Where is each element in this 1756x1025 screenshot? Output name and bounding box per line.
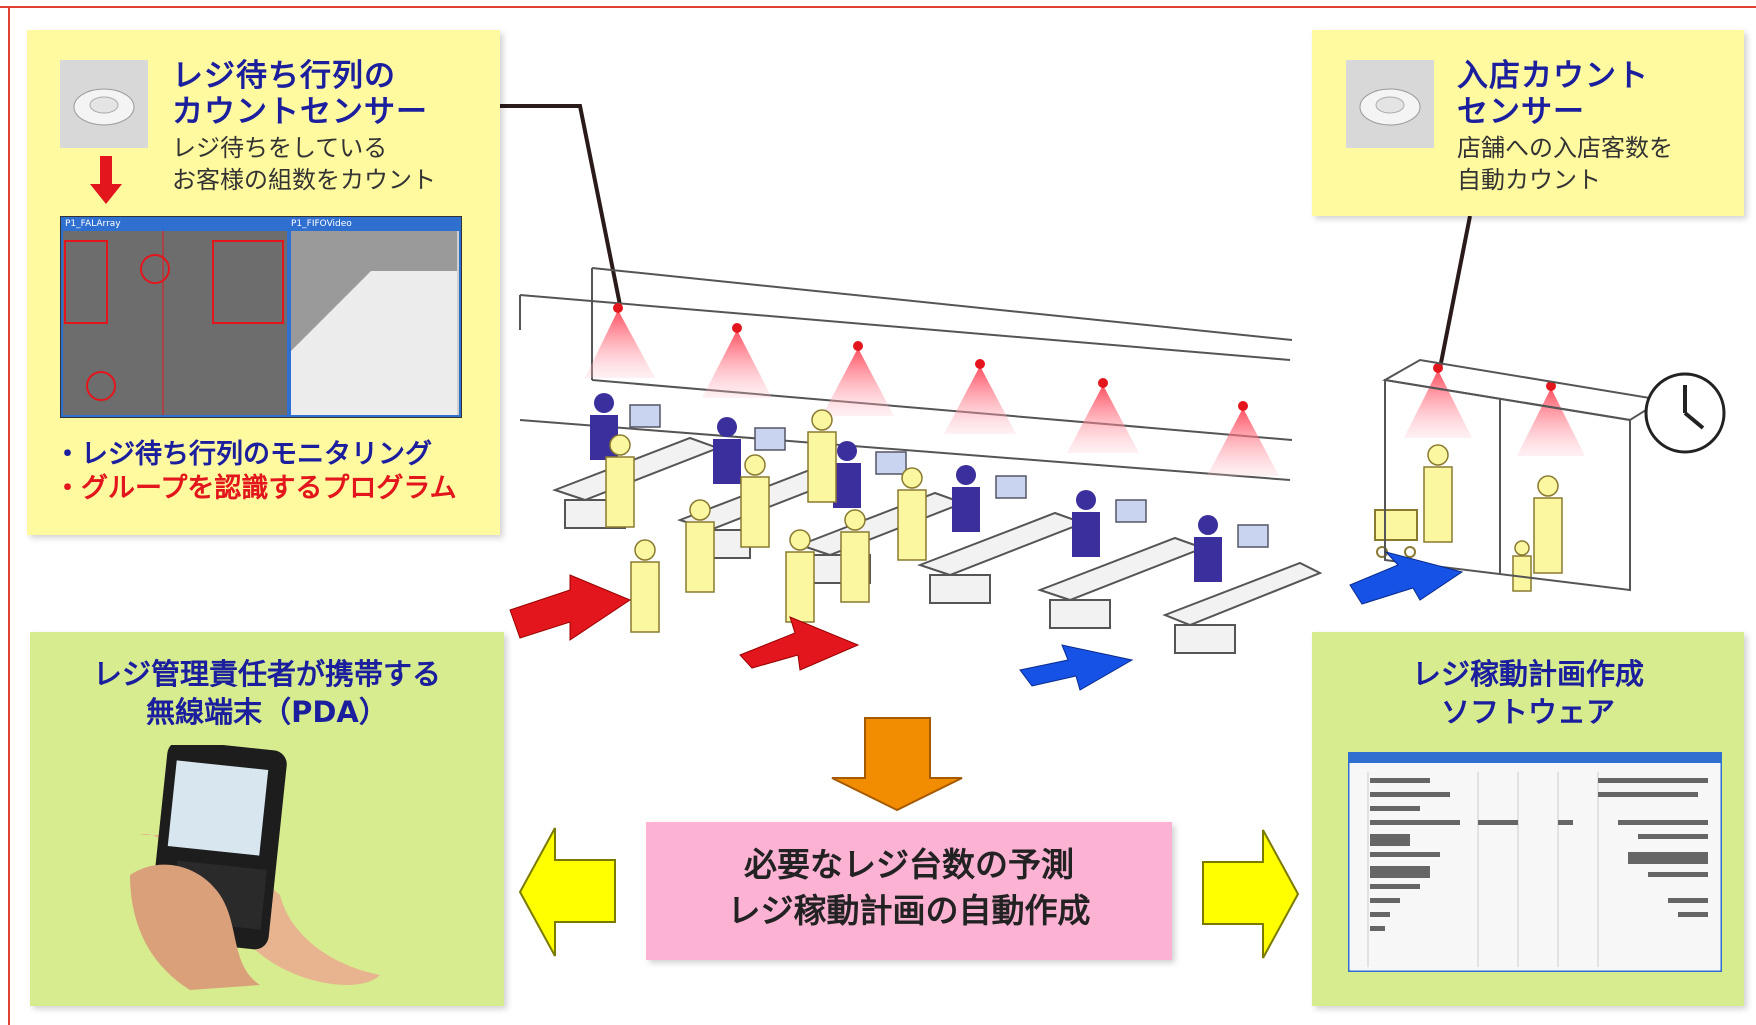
- customers: [605, 409, 1563, 633]
- ceiling-sensor-icon: [1346, 60, 1434, 148]
- pda-title: レジ管理責任者が携帯する 無線端末（PDA）: [30, 655, 504, 731]
- pda-device-image: [130, 745, 380, 990]
- blue-arrow-2: [1349, 551, 1464, 605]
- red-arrow-2: [739, 616, 860, 671]
- entry-sensor-desc-line1: 店舗への入店客数を: [1457, 134, 1673, 162]
- cashiers: [590, 393, 1222, 582]
- shopping-cart: [1374, 509, 1418, 558]
- group-recognition-bullet: ・グループを認識するプログラム: [54, 473, 457, 504]
- red-arrow-1: [509, 574, 632, 641]
- pda-title-line2: 無線端末（PDA）: [146, 695, 388, 729]
- monitor-depth-pane: [63, 231, 287, 415]
- queue-sensor-title: レジ待ち行列の カウントセンサー: [172, 58, 428, 130]
- monitor-tab1: P1_FALArray: [65, 219, 121, 229]
- pda-title-line1: レジ管理責任者が携帯する: [92, 657, 441, 691]
- entry-sensor-desc-line2: 自動カウント: [1457, 166, 1601, 194]
- page-frame-top: [0, 6, 1756, 8]
- blue-arrow-1: [1019, 644, 1134, 691]
- entry-sensor-title-line1: 入店カウント: [1457, 58, 1649, 94]
- queue-sensor-title-line1: レジ待ち行列の: [172, 58, 396, 94]
- clock-icon: [1644, 372, 1726, 454]
- sensor-cones: [585, 310, 1585, 476]
- down-red-arrow-icon: [90, 156, 122, 204]
- monitor-tab2: P1_FIFOVideo: [291, 219, 352, 229]
- registers: [629, 404, 1269, 548]
- sensor-dots: [613, 303, 1556, 411]
- entry-sensor-title: 入店カウント センサー: [1457, 58, 1649, 130]
- center-result-panel: [646, 822, 1172, 960]
- queue-sensor-title-line2: カウントセンサー: [172, 94, 428, 130]
- entry-sensor-desc: 店舗への入店客数を 自動カウント: [1457, 132, 1673, 196]
- leader-line-entry-sensor: [1438, 215, 1472, 369]
- center-line2: レジ稼動計画の自動作成: [727, 891, 1091, 930]
- monitor-camera-pane: [291, 231, 459, 415]
- software-title-line2: ソフトウェア: [1440, 695, 1615, 729]
- left-arrow: [518, 827, 616, 957]
- ceiling-sensor-icon: [60, 60, 148, 148]
- queue-sensor-desc: レジ待ちをしている お客様の組数をカウント: [172, 132, 436, 196]
- queue-sensor-desc-line2: お客様の組数をカウント: [172, 166, 436, 194]
- down-arrow: [831, 717, 963, 812]
- queue-sensor-desc-line1: レジ待ちをしている: [172, 134, 388, 162]
- queue-monitoring-bullet: ・レジ待ち行列のモニタリング: [54, 439, 432, 470]
- center-result-text: 必要なレジ台数の予測 レジ稼動計画の自動作成: [649, 842, 1169, 934]
- software-title: レジ稼動計画作成 ソフトウェア: [1312, 655, 1744, 731]
- monitor-screenshot: P1_FALArray P1_FIFOVideo: [60, 216, 462, 418]
- software-title-line1: レジ稼動計画作成: [1411, 657, 1644, 691]
- entry-sensor-title-line2: センサー: [1457, 94, 1585, 130]
- leader-line-queue-sensor: [500, 104, 622, 306]
- center-line1: 必要なレジ台数の予測: [744, 845, 1074, 884]
- software-screenshot: [1348, 752, 1722, 972]
- right-arrow: [1202, 829, 1300, 959]
- page-frame-left: [8, 6, 10, 1025]
